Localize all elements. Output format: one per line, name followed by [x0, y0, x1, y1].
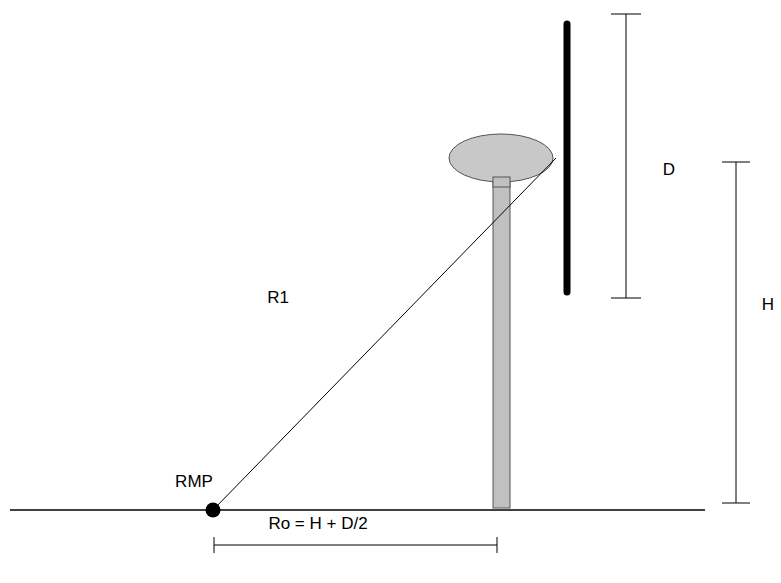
dimension-tick [497, 537, 498, 553]
dimension-label: H [762, 296, 774, 315]
ground-line [10, 509, 705, 511]
distance-label: R1 [267, 289, 289, 308]
dimension-label: D [663, 161, 675, 180]
distance-line [213, 158, 556, 510]
dimension-line [626, 14, 627, 298]
dimension-tick [722, 162, 750, 163]
nacelle [449, 134, 553, 182]
tower-top [493, 177, 510, 187]
dimension-line [214, 545, 497, 546]
dimension-tick [214, 537, 215, 553]
rotor-blade [564, 24, 571, 292]
measurement-point [206, 503, 221, 518]
dimension-tick [722, 503, 750, 504]
dimension-line [736, 162, 737, 503]
tower [493, 177, 510, 508]
dimension-tick [611, 14, 641, 15]
point-label: RMP [175, 473, 213, 492]
dimension-tick [611, 298, 641, 299]
dimension-formula: Ro = H + D/2 [268, 515, 367, 534]
